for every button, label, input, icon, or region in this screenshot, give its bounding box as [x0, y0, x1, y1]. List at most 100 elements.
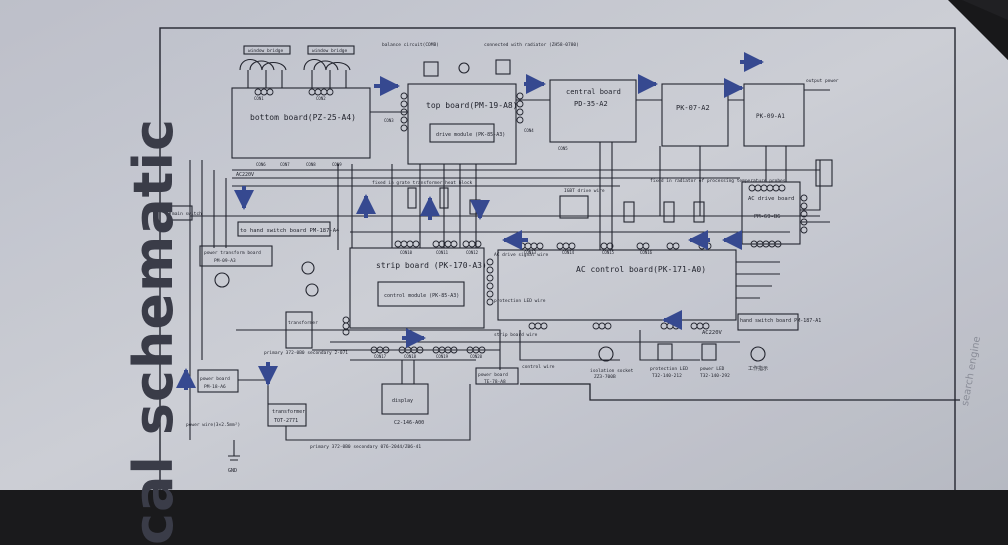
connector-label-4: CON4: [524, 128, 534, 133]
isolation-socket-label: isolation socket: [590, 368, 634, 374]
bottom-board-label: bottom board(PZ-25-A4): [250, 113, 356, 122]
hand-switch-right-box: [737, 313, 799, 331]
dark-top-right-edge: [948, 0, 1008, 20]
ac-power-right-label: AC220V: [702, 330, 723, 336]
connector-label-10: CON10: [400, 250, 413, 255]
primary-bottom-label: primary 372-0B0 secondary 076-2044/Z06-4…: [310, 444, 421, 450]
shade-overlay: [0, 0, 1008, 490]
hand-switch-left-label: to hand switch board PM-187-A4: [240, 228, 340, 234]
connector-label-19: CON19: [436, 354, 449, 359]
side-title: cal schematic: [122, 117, 186, 545]
conn-row-strip-left: [342, 258, 494, 336]
power-led-box: [701, 343, 717, 361]
connector-label-1: CON1: [254, 96, 264, 101]
wire-bus-top: [370, 89, 830, 113]
wire-ground: [228, 440, 240, 461]
connector-label-17: CON17: [374, 354, 387, 359]
thermo-switch: [559, 195, 589, 219]
ac-drive-box: [741, 181, 801, 245]
ac-power-label: AC220V: [236, 172, 254, 178]
power-transform-box: [199, 245, 273, 267]
outer-outline-bottom: [520, 383, 960, 401]
central-board-code: PD-35-A2: [574, 100, 608, 108]
strip-board-label: strip board (PK-170-A3): [376, 261, 487, 270]
fan-left: [214, 272, 230, 288]
primary-left-label: primary 372-0B0 secondary 2-071: [264, 350, 348, 356]
wire-bottom-rail: [236, 329, 740, 370]
connector-label-12: CON12: [466, 250, 479, 255]
relay-a: [423, 61, 439, 77]
connected-radiator-label: connected with radiator (ZH58-0780): [484, 42, 579, 48]
pk07-box: [661, 83, 729, 147]
power-wire-label: power wire(3×2.5mm²): [186, 422, 240, 428]
wire-ac-right: [736, 160, 830, 299]
connector-label-8: CON8: [306, 162, 316, 167]
main-switch-label: main switch: [172, 211, 202, 217]
central-board-label: central board: [566, 88, 621, 96]
conn-row-ac-drive: [748, 184, 808, 248]
power-board-label: power board: [478, 372, 508, 378]
connector-label-18: CON18: [404, 354, 417, 359]
top-board-box: [407, 83, 517, 165]
relay-c: [495, 59, 511, 75]
gnd-label: GND: [228, 468, 237, 474]
window-bridge-left-tag: [243, 45, 291, 55]
drive-module-label: drive module (PK-85-A3): [436, 132, 505, 138]
connector-label-16: CON16: [640, 250, 653, 255]
power-led-code-label: T32-140-292: [700, 373, 730, 379]
window-bridge-2-label: window bridge: [312, 48, 348, 54]
window-bridge-right: [303, 58, 351, 88]
conn-row-top-board-left: [400, 92, 524, 132]
connector-label-15: CON15: [602, 250, 615, 255]
wire-vertical-right: [599, 142, 787, 250]
fixed-in-radiator-label: fixed in radiator of processing temperat…: [650, 178, 786, 184]
window-bridge-right-tag: [307, 45, 355, 55]
drive-module-box: [429, 123, 495, 143]
window-bridge-1-label: window bridge: [248, 48, 284, 54]
ac-drive-signal-label: AC drive signal wire: [494, 252, 548, 258]
transformer-label: transformer: [272, 409, 305, 415]
fan-mid: [301, 261, 315, 275]
transformer-box: [267, 403, 307, 427]
led-right-label: 工作指示: [748, 365, 768, 372]
protection-led-wire-label: protection LED wire: [494, 298, 546, 304]
connector-label-9: CON9: [332, 162, 342, 167]
pk09-label: PK-09-A1: [756, 113, 785, 120]
window-bridge-left: [239, 58, 287, 88]
connector-label-3: CON3: [384, 118, 394, 123]
power-rail-label: power board: [200, 376, 230, 382]
relay-b: [458, 62, 470, 74]
connector-label-6: CON6: [256, 162, 266, 167]
protection-led-box: [657, 343, 673, 361]
power-transform-code: PM-09-A3: [214, 258, 236, 264]
power-rail-code: PM-18-A6: [204, 384, 226, 390]
connector-label-20: CON20: [470, 354, 483, 359]
ac-drive-label: AC drive board: [748, 196, 794, 202]
ac-switch-right: [815, 159, 833, 187]
central-board-box: [549, 79, 637, 143]
wire-bottom-lower: [238, 359, 476, 441]
connector-label-7: CON7: [280, 162, 290, 167]
led-right: [750, 346, 766, 362]
bottom-board-box: [231, 87, 371, 159]
control-module-box: [377, 281, 465, 307]
hand-switch-left-box: [237, 221, 331, 237]
conn-row-strip-top: [394, 240, 482, 248]
power-rail-box: [197, 369, 239, 393]
fixed-in-grate-label: fixed in grate transformer heat block: [372, 180, 473, 186]
isolation-socket: [598, 346, 614, 362]
probe-4: [407, 187, 417, 209]
balance-circuit-label: balance circuit(COMB): [382, 42, 439, 48]
transformer-code: TOT-2771: [274, 418, 298, 424]
wire-bus-mid: [190, 169, 820, 233]
isolation-code-label: ZZ3-700B: [594, 374, 616, 380]
ac-board-box: [497, 249, 737, 321]
small-transformer-label: transformer: [288, 320, 318, 326]
protection-led-label: protection LED: [650, 366, 688, 372]
output-power-label: output power: [806, 78, 839, 84]
pk07-label: PK-07-A2: [676, 104, 710, 112]
display-box: [381, 383, 429, 415]
main-switch-box: [169, 205, 193, 221]
schematic-diagram: bottom board(PZ-25-A4) top board(PM-19-A…: [0, 0, 1008, 490]
